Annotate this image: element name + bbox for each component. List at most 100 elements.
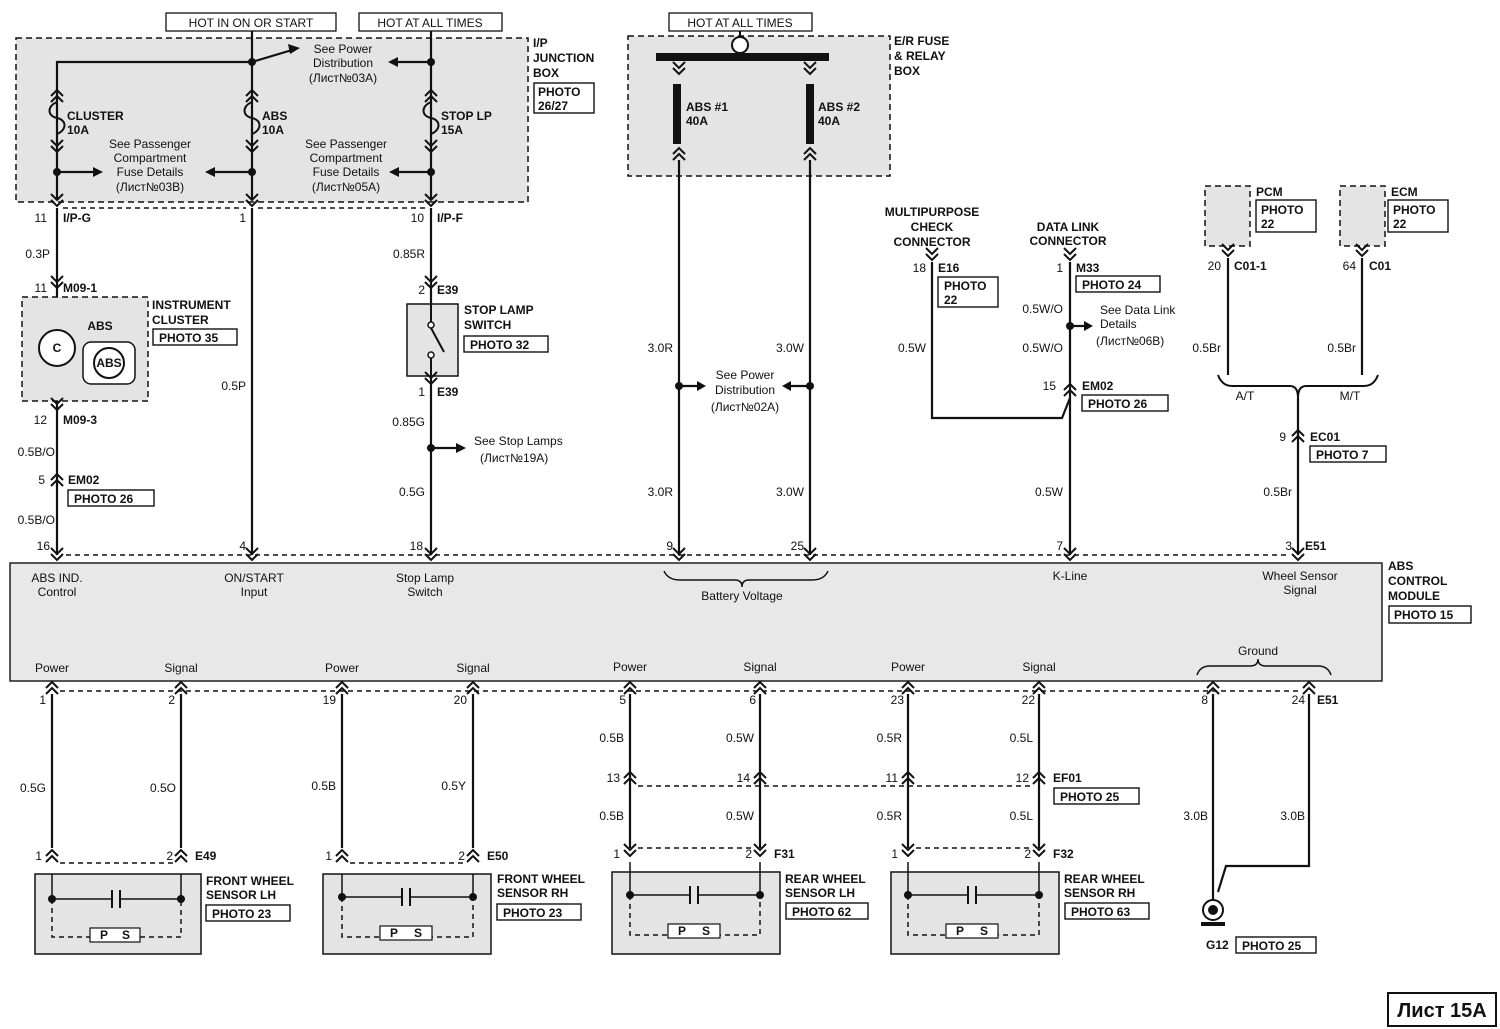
wire-label-cluster-3: 0.5B/O bbox=[18, 513, 55, 527]
see-stop-lamps: See Stop Lamps (Лист№19А) bbox=[474, 434, 563, 465]
svg-text:15A: 15A bbox=[441, 123, 463, 137]
ef01-connector: 13 14 11 12 EF01 PHOTO 25 bbox=[607, 771, 1140, 805]
module-pin-4: 4 bbox=[239, 539, 246, 553]
pcm-box bbox=[1204, 185, 1251, 247]
svg-text:1: 1 bbox=[325, 849, 332, 863]
svg-text:MULTIPURPOSE: MULTIPURPOSE bbox=[885, 205, 979, 219]
svg-text:23: 23 bbox=[891, 693, 905, 707]
stop-lamp-switch-box bbox=[406, 303, 459, 377]
svg-text:E49: E49 bbox=[195, 849, 217, 863]
svg-text:3.0B: 3.0B bbox=[1183, 809, 1208, 823]
svg-text:2: 2 bbox=[166, 849, 173, 863]
svg-text:HOT AT ALL TIMES: HOT AT ALL TIMES bbox=[687, 16, 792, 30]
svg-text:Signal: Signal bbox=[164, 661, 197, 675]
svg-text:18: 18 bbox=[913, 261, 927, 275]
svg-text:PHOTO 15: PHOTO 15 bbox=[1394, 608, 1453, 622]
svg-text:PHOTO: PHOTO bbox=[1261, 203, 1303, 217]
header-hot-at-all-times-ip: HOT AT ALL TIMES bbox=[358, 12, 503, 32]
svg-text:Control: Control bbox=[38, 585, 77, 599]
svg-text:BOX: BOX bbox=[894, 64, 920, 78]
svg-text:14: 14 bbox=[737, 771, 751, 785]
svg-text:CONNECTOR: CONNECTOR bbox=[1029, 234, 1106, 248]
svg-text:20: 20 bbox=[454, 693, 468, 707]
svg-text:ECM: ECM bbox=[1391, 185, 1418, 199]
svg-text:PHOTO 23: PHOTO 23 bbox=[503, 906, 562, 920]
svg-text:19: 19 bbox=[323, 693, 337, 707]
c01-connector: 64 C01 bbox=[1343, 259, 1392, 273]
svg-text:S: S bbox=[980, 924, 988, 938]
svg-text:PHOTO 7: PHOTO 7 bbox=[1316, 448, 1369, 462]
svg-text:& RELAY: & RELAY bbox=[894, 49, 946, 63]
svg-text:Signal: Signal bbox=[1283, 583, 1316, 597]
svg-text:EF01: EF01 bbox=[1053, 771, 1082, 785]
svg-text:CHECK: CHECK bbox=[911, 220, 954, 234]
svg-text:INSTRUMENT: INSTRUMENT bbox=[152, 298, 231, 312]
wire-label-bat-r1: 3.0W bbox=[776, 341, 805, 355]
svg-text:STOP LAMP: STOP LAMP bbox=[464, 303, 534, 317]
svg-text:PHOTO 63: PHOTO 63 bbox=[1071, 905, 1130, 919]
svg-text:E16: E16 bbox=[938, 261, 960, 275]
svg-text:0.5L: 0.5L bbox=[1010, 731, 1034, 745]
m09-1-connector: 11 M09-1 bbox=[35, 281, 98, 295]
svg-text:ABS IND.: ABS IND. bbox=[31, 571, 82, 585]
wire-label-bat-l1: 3.0R bbox=[648, 341, 674, 355]
svg-text:10A: 10A bbox=[67, 123, 89, 137]
module-pin-9: 9 bbox=[666, 539, 673, 553]
svg-text:Power: Power bbox=[891, 660, 925, 674]
wire-label-cluster-2: 0.5B/O bbox=[18, 445, 55, 459]
svg-text:2: 2 bbox=[168, 693, 175, 707]
module-pin-18: 18 bbox=[410, 539, 424, 553]
svg-text:12: 12 bbox=[34, 413, 48, 427]
svg-text:(Лист№03B): (Лист№03B) bbox=[116, 180, 184, 194]
svg-text:ABS #2: ABS #2 bbox=[818, 100, 860, 114]
svg-text:(Лист№06B): (Лист№06B) bbox=[1096, 334, 1164, 348]
ecm-label: ECM PHOTO 22 bbox=[1387, 185, 1449, 233]
module-bottom-pin-numbers: 1 2 19 20 5 6 23 22 8 24 E51 bbox=[39, 693, 1338, 707]
svg-text:P: P bbox=[956, 924, 964, 938]
em02-connector-right: 15 EM02 PHOTO 26 bbox=[1043, 379, 1169, 412]
pcm-label: PCM PHOTO 22 bbox=[1255, 185, 1317, 233]
wire-label-dlc-1: 0.5W/O bbox=[1022, 302, 1063, 316]
svg-text:STOP LP: STOP LP bbox=[441, 109, 492, 123]
svg-text:M09-3: M09-3 bbox=[63, 413, 97, 427]
svg-text:1: 1 bbox=[35, 849, 42, 863]
svg-text:S: S bbox=[414, 926, 422, 940]
wire-label-stop-2: 0.85G bbox=[392, 415, 425, 429]
wire-label-bat-r2: 3.0W bbox=[776, 485, 805, 499]
svg-text:1: 1 bbox=[418, 385, 425, 399]
svg-text:MODULE: MODULE bbox=[1388, 589, 1440, 603]
svg-text:E/R FUSE: E/R FUSE bbox=[894, 34, 949, 48]
svg-text:22: 22 bbox=[1022, 693, 1036, 707]
svg-text:ABS: ABS bbox=[96, 356, 121, 370]
svg-text:S: S bbox=[702, 924, 710, 938]
svg-text:PHOTO 32: PHOTO 32 bbox=[470, 338, 529, 352]
svg-text:40A: 40A bbox=[818, 114, 840, 128]
header-hot-in-on-or-start: HOT IN ON OR START bbox=[165, 12, 337, 32]
svg-text:0.5W: 0.5W bbox=[726, 731, 755, 745]
see-passenger-fuse-details-2: See Passenger Compartment Fuse Details (… bbox=[305, 137, 387, 194]
svg-text:PHOTO 23: PHOTO 23 bbox=[212, 907, 271, 921]
svg-text:CONTROL: CONTROL bbox=[1388, 574, 1447, 588]
ground-brace bbox=[1196, 658, 1332, 676]
svg-text:PHOTO 25: PHOTO 25 bbox=[1060, 790, 1119, 804]
svg-text:See Passenger: See Passenger bbox=[305, 137, 387, 151]
svg-text:PHOTO: PHOTO bbox=[538, 85, 580, 99]
svg-text:See Power: See Power bbox=[314, 42, 373, 56]
svg-text:FRONT WHEEL: FRONT WHEEL bbox=[206, 874, 294, 888]
svg-text:Stop Lamp: Stop Lamp bbox=[396, 571, 454, 585]
ip-g-connector: 11 I/P-G bbox=[35, 211, 91, 225]
svg-text:10A: 10A bbox=[262, 123, 284, 137]
sheet-number: Лист 15А bbox=[1387, 992, 1497, 1027]
svg-text:(Лист№03А): (Лист№03А) bbox=[309, 71, 377, 85]
svg-text:Battery Voltage: Battery Voltage bbox=[701, 589, 783, 603]
svg-text:PHOTO 24: PHOTO 24 bbox=[1082, 278, 1141, 292]
svg-text:M33: M33 bbox=[1076, 261, 1100, 275]
svg-text:P: P bbox=[390, 926, 398, 940]
wire-label-dlc-3: 0.5W bbox=[1035, 485, 1064, 499]
svg-text:G12: G12 bbox=[1206, 938, 1229, 952]
svg-text:I/P-G: I/P-G bbox=[63, 211, 91, 225]
svg-text:PHOTO 25: PHOTO 25 bbox=[1242, 939, 1301, 953]
bottom-wire-labels: 0.5G 0.5O 0.5B 0.5Y 0.5B 0.5W 0.5R 0.5L … bbox=[20, 731, 1305, 823]
svg-text:0.5Y: 0.5Y bbox=[441, 779, 466, 793]
